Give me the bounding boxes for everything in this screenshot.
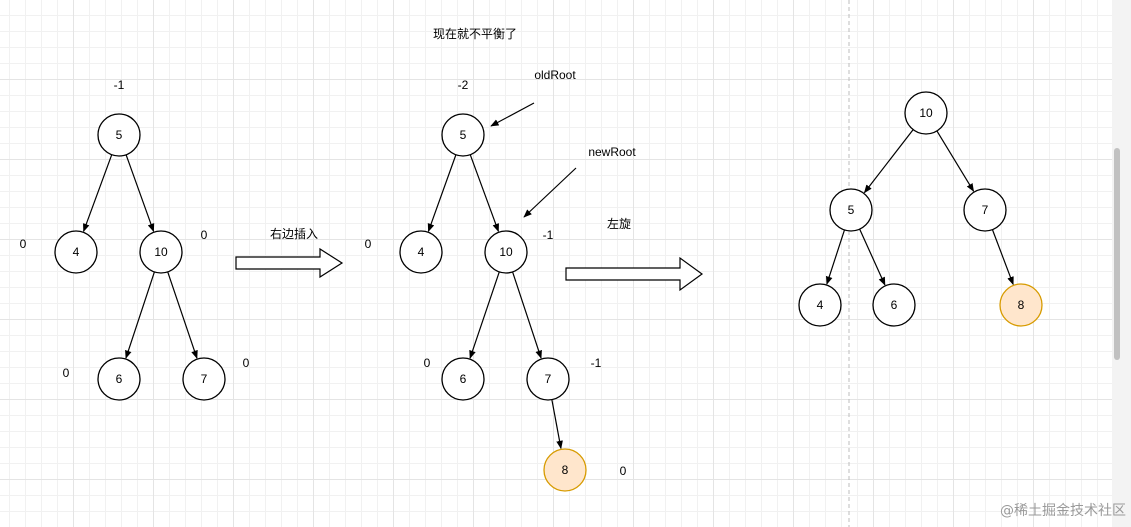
node-circle xyxy=(182,357,226,401)
tree-edge xyxy=(859,228,886,286)
tree-edge xyxy=(83,154,113,233)
tree-edge xyxy=(991,229,1014,286)
old-root-pointer-arrow xyxy=(490,102,535,127)
vertical-scrollbar[interactable] xyxy=(1112,0,1131,527)
node-label: 10 xyxy=(154,245,168,259)
balance-label-tree1-6: 0 xyxy=(63,366,70,380)
node-circle xyxy=(798,283,842,327)
tree-edge xyxy=(125,154,155,233)
node-circle xyxy=(441,357,485,401)
node-label: 4 xyxy=(418,245,425,259)
new-root-pointer-arrow xyxy=(523,167,577,218)
new-root-label: newRoot xyxy=(588,145,636,159)
tree3-node-10: 10 xyxy=(904,91,948,135)
tree3-node-8-inserted: 8 xyxy=(999,283,1043,327)
watermark: @稀土掘金技术社区 xyxy=(1000,503,1126,519)
edges-layer xyxy=(83,129,1014,450)
insert-right-label: 右边插入 xyxy=(270,226,318,241)
tree-edge xyxy=(512,271,542,359)
balance-label-tree2-10: -1 xyxy=(543,228,554,242)
rotate-left-label: 左旋 xyxy=(607,216,631,231)
node-label: 4 xyxy=(73,245,80,259)
tree1-node-5: 5 xyxy=(97,113,141,157)
tree2-node-7: 7 xyxy=(526,357,570,401)
node-circle xyxy=(97,357,141,401)
balance-label-tree2-8: 0 xyxy=(620,464,627,478)
balance-label-tree1-4: 0 xyxy=(20,237,27,251)
node-label: 5 xyxy=(848,203,855,217)
node-circle xyxy=(54,230,98,274)
tree2-node-8-inserted: 8 xyxy=(543,448,587,492)
node-circle xyxy=(399,230,443,274)
node-label: 6 xyxy=(460,372,467,386)
balance-label-tree1-10: 0 xyxy=(201,228,208,242)
tree2-node-4: 4 xyxy=(399,230,443,274)
tree-edge xyxy=(825,229,846,285)
nodes-layer: 5 4 10 6 7 5 4 10 xyxy=(54,91,1043,492)
balance-label-tree1-5: -1 xyxy=(114,78,125,92)
rotate-left-arrow xyxy=(565,256,704,292)
tree-edge xyxy=(427,154,457,233)
node-label: 8 xyxy=(1018,298,1025,312)
tree2-node-6: 6 xyxy=(441,357,485,401)
balance-label-tree2-7: -1 xyxy=(591,356,602,370)
node-label: 4 xyxy=(817,298,824,312)
scrollbar-thumb[interactable] xyxy=(1114,148,1120,360)
tree1-node-4: 4 xyxy=(54,230,98,274)
balance-label-tree2-5: -2 xyxy=(458,78,469,92)
tree-edge xyxy=(863,129,914,194)
node-label: 7 xyxy=(201,372,208,386)
tree-edge xyxy=(469,154,499,233)
node-label: 5 xyxy=(460,128,467,142)
node-label: 6 xyxy=(891,298,898,312)
tree2-node-10: 10 xyxy=(484,230,528,274)
node-label: 8 xyxy=(562,463,569,477)
node-label: 5 xyxy=(116,128,123,142)
tree-edge xyxy=(936,130,975,192)
old-root-label: oldRoot xyxy=(534,68,576,82)
node-circle xyxy=(999,283,1043,327)
tree1-node-7: 7 xyxy=(182,357,226,401)
balance-label-tree2-4: 0 xyxy=(365,237,372,251)
node-circle xyxy=(904,91,948,135)
tree-edge xyxy=(551,399,563,450)
node-circle xyxy=(97,113,141,157)
node-label: 10 xyxy=(919,106,933,120)
balance-label-tree2-6: 0 xyxy=(424,356,431,370)
tree1-node-10: 10 xyxy=(139,230,183,274)
node-circle xyxy=(484,230,528,274)
tree-edge xyxy=(469,271,500,359)
unbalanced-caption: 现在就不平衡了 xyxy=(433,27,517,41)
node-circle xyxy=(543,448,587,492)
tree3-node-5: 5 xyxy=(829,188,873,232)
balance-label-tree1-7: 0 xyxy=(243,356,250,370)
tree3-node-4: 4 xyxy=(798,283,842,327)
tree-edge xyxy=(167,271,198,359)
node-label: 10 xyxy=(499,245,513,259)
node-circle xyxy=(872,283,916,327)
tree3-node-6: 6 xyxy=(872,283,916,327)
insert-right-arrow xyxy=(235,247,344,279)
node-label: 6 xyxy=(116,372,123,386)
node-circle xyxy=(829,188,873,232)
tree2-node-5: 5 xyxy=(441,113,485,157)
node-circle xyxy=(963,188,1007,232)
node-label: 7 xyxy=(982,203,989,217)
node-circle xyxy=(526,357,570,401)
node-circle xyxy=(441,113,485,157)
node-circle xyxy=(139,230,183,274)
tree1-node-6: 6 xyxy=(97,357,141,401)
tree3-node-7: 7 xyxy=(963,188,1007,232)
node-label: 7 xyxy=(545,372,552,386)
tree-edge xyxy=(125,271,155,359)
